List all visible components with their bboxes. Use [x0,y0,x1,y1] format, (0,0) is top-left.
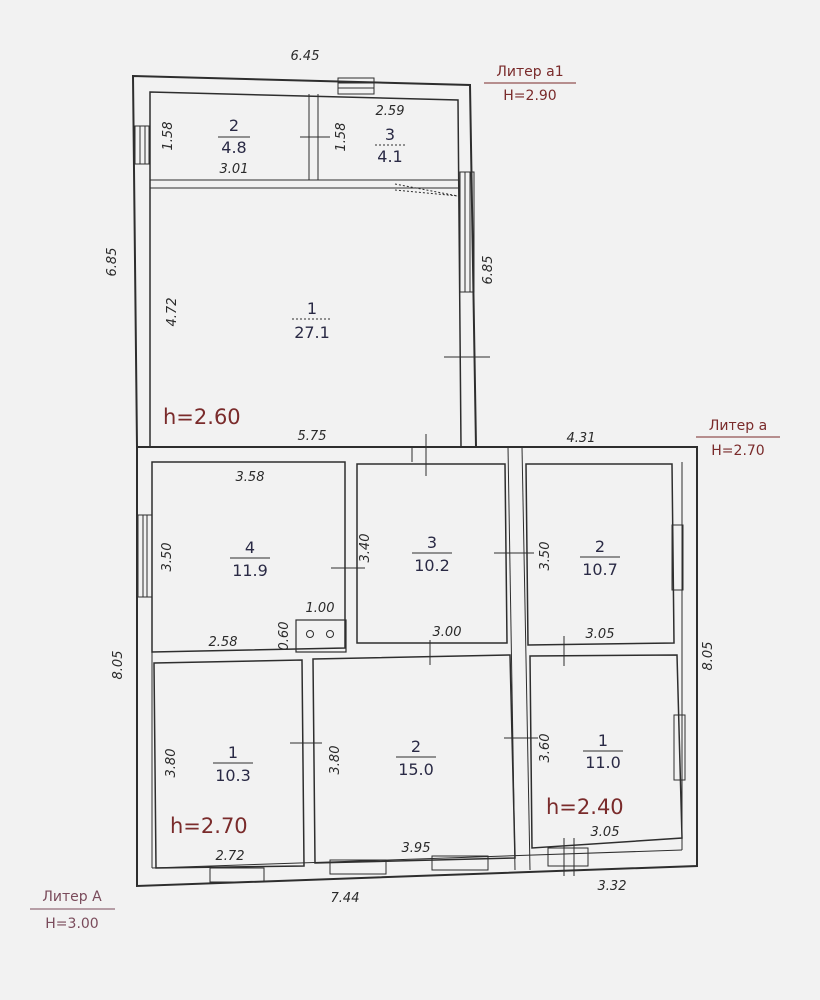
window-bottom-3 [431,855,489,871]
dim-stove-height: 0.60 [277,622,292,651]
room-a1-2-area: 4.8 [221,138,246,157]
room-labels: 2 4.8 3 4.1 1 27.1 4 11.9 3 10.2 2 10.7 … [213,116,623,785]
window-left-mid [137,514,153,598]
dim-top-width: 6.45 [291,49,320,64]
room-A-2-number: 2 [411,737,421,756]
height-labels: h=2.60 h=2.70 h=2.40 [163,405,624,838]
dim-room1b-width: 2.72 [216,849,245,864]
window-right-top [459,171,475,293]
room-A-3-area: 10.2 [414,556,450,575]
room-a1-3-area: 4.1 [377,147,402,166]
window-right-low [673,714,686,781]
dim-room4-width: 3.58 [236,470,265,485]
dim-kitchen-width: 2.58 [209,635,238,650]
dim-left-height-bottom: 8.05 [111,651,126,680]
dim-room1b-height: 3.80 [164,749,179,778]
room-a1-2-number: 2 [229,116,239,135]
upper-block-walls [131,74,490,448]
room-a-1-number: 1 [598,731,608,750]
liter-a-height: H=2.70 [711,443,764,459]
dim-room3-height: 1.58 [334,123,349,152]
liter-a1-name: Литер а1 [496,64,563,80]
dim-room3-width: 2.59 [376,104,405,119]
dim-room3b-height: 3.40 [358,534,373,563]
dim-room2b-width: 3.05 [586,627,615,642]
dim-room3b-width: 3.00 [433,625,462,640]
room-A-1-number: 1 [228,743,238,762]
height-bottom-right-zone: h=2.40 [546,795,624,819]
room-a1-3-number: 3 [385,125,395,144]
window-right-mid [671,524,684,591]
dim-room4-height: 3.50 [160,543,175,572]
liter-a-name: Литер а [709,418,767,434]
dim-right-height-top: 6.85 [481,256,496,285]
room-a1-1-number: 1 [307,299,317,318]
dim-room1-height: 4.72 [165,298,180,327]
room-a-2-area: 10.7 [582,560,618,579]
window-left-top [134,125,150,165]
room-A-2-area: 15.0 [398,760,434,779]
dim-room2-height: 1.58 [161,122,176,151]
room-A-1-area: 10.3 [215,766,251,785]
dim-room1c-height: 3.60 [538,734,553,763]
dim-room2b-height: 3.50 [538,542,553,571]
room-a-2-number: 2 [595,537,605,556]
room-A-4-number: 4 [245,538,255,557]
dim-mid-width-left: 5.75 [298,429,327,444]
dim-stove-width: 1.00 [306,601,335,616]
room-a1-1-area: 27.1 [294,323,330,342]
dim-bottom-width-right: 3.32 [598,879,627,894]
dim-room2c-height: 3.80 [328,746,343,775]
liter-labels: Литер а1 H=2.90 Литер а H=2.70 Литер А H… [30,64,780,932]
stove [295,619,347,653]
liter-A-name: Литер А [42,889,102,905]
dim-room2-width: 3.01 [220,162,249,177]
room-a-1-area: 11.0 [585,753,621,772]
dim-mid-width-right: 4.31 [567,431,596,446]
liter-A-height: H=3.00 [45,916,98,932]
window-bottom-1 [209,867,265,883]
dim-left-height-top: 6.85 [105,248,120,277]
room-A-4-area: 11.9 [232,561,268,580]
window-top [337,77,375,95]
dim-right-height-bottom: 8.05 [701,642,716,671]
dimension-labels: 6.45 6.85 6.85 1.58 3.01 1.58 2.59 4.72 … [105,49,716,906]
dim-room2c-width: 3.95 [402,841,431,856]
door-bottom-right [547,847,589,867]
height-bottom-left-zone: h=2.70 [170,814,248,838]
dim-room1c-width: 3.05 [591,825,620,840]
liter-a1-height: H=2.90 [503,88,556,104]
dim-bottom-width-left: 7.44 [331,891,360,906]
room-A-3-number: 3 [427,533,437,552]
height-top-zone: h=2.60 [163,405,241,429]
window-bottom-2 [329,859,387,875]
lower-block-walls [136,434,698,888]
